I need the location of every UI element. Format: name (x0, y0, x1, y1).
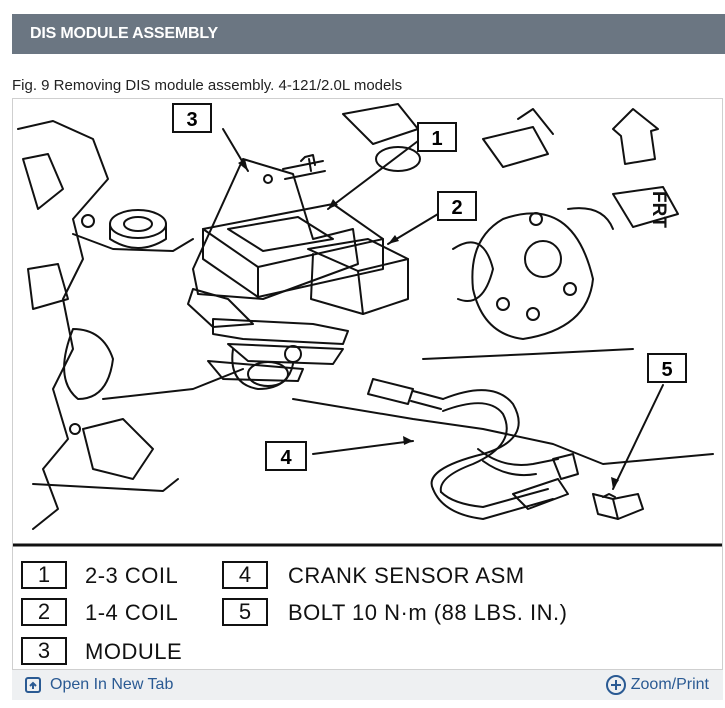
callout-2: 2 (437, 191, 477, 221)
callout-3: 3 (172, 103, 212, 133)
figure-toolbar: Open In New Tab Zoom/Print (12, 670, 723, 700)
callout-4: 4 (265, 441, 307, 471)
mounting-bolt-top (282, 154, 326, 180)
zoom-plus-icon (605, 674, 627, 696)
module-bracket (192, 158, 359, 300)
section-title: DIS MODULE ASSEMBLY (30, 25, 218, 42)
open-in-new-tab-button[interactable]: Open In New Tab (24, 670, 173, 700)
svg-text:2: 2 (451, 197, 462, 219)
coil-pack-2 (307, 238, 409, 315)
zoom-print-label: Zoom/Print (630, 676, 709, 693)
open-new-tab-icon (24, 676, 42, 694)
engine-block (17, 120, 109, 530)
spark-plug-terminals (187, 288, 349, 382)
crank-sensor-bolt (592, 493, 644, 520)
filler-cap (72, 209, 194, 252)
svg-text:3: 3 (186, 109, 197, 131)
upper-right-components (342, 103, 679, 230)
figure-caption: Fig. 9 Removing DIS module assembly. 4-1… (12, 77, 403, 94)
open-in-new-tab-label: Open In New Tab (50, 676, 174, 693)
section-header: DIS MODULE ASSEMBLY (12, 14, 725, 54)
figure-frame: 3 1 2 5 4 FRT 1 2-3 COIL 2 1-4 COIL 3 MO… (12, 98, 723, 670)
svg-text:5: 5 (661, 359, 672, 381)
front-direction-arrow (612, 108, 659, 165)
frt-label: FRT (648, 191, 669, 228)
coil-pack-1 (202, 203, 384, 298)
zoom-print-button[interactable]: Zoom/Print (605, 670, 709, 700)
pump-housing (452, 212, 594, 340)
callout-1: 1 (417, 122, 457, 152)
crank-sensor-harness (367, 378, 579, 520)
dis-module-diagram: 3 1 2 5 4 FRT (13, 103, 722, 547)
svg-text:4: 4 (280, 447, 292, 469)
svg-text:1: 1 (431, 128, 442, 150)
callout-5: 5 (647, 353, 687, 383)
